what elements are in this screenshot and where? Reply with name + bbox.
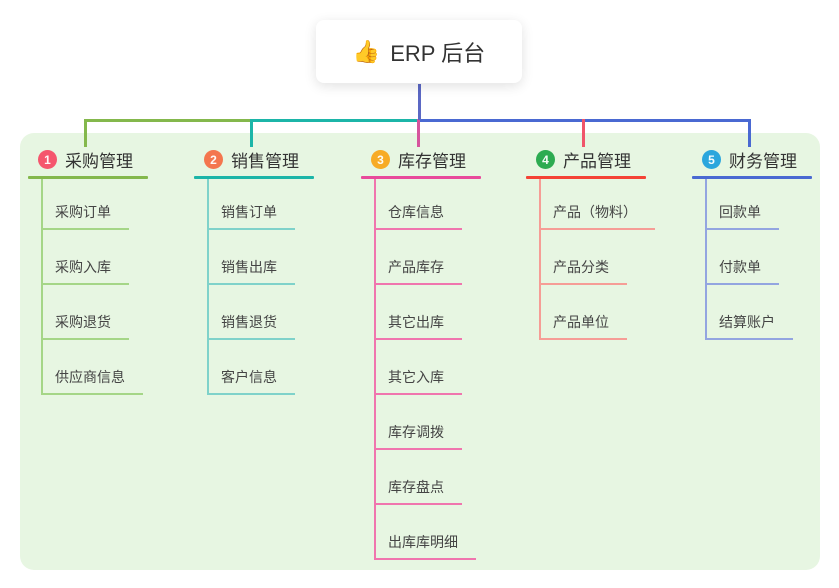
mindmap-node-child[interactable]: 销售订单 xyxy=(207,199,295,230)
mindmap-node-child[interactable]: 采购退货 xyxy=(41,309,129,340)
branch-title: 销售管理 xyxy=(231,152,299,171)
mindmap-node-child[interactable]: 销售出库 xyxy=(207,254,295,285)
connector-h-branch2 xyxy=(250,119,421,122)
branch-title: 采购管理 xyxy=(65,152,133,171)
mindmap-node-child[interactable]: 结算账户 xyxy=(705,309,793,340)
branch-header[interactable]: 2 销售管理 xyxy=(204,147,299,172)
mindmap-node-child[interactable]: 采购入库 xyxy=(41,254,129,285)
connector-drop-branch5 xyxy=(748,119,751,147)
mindmap-node-child[interactable]: 出库库明细 xyxy=(374,529,476,560)
mindmap-node-child[interactable]: 付款单 xyxy=(705,254,779,285)
connector-drop-branch1 xyxy=(84,119,87,147)
connector-drop-branch2 xyxy=(250,119,253,147)
branch-number-badge: 4 xyxy=(536,150,555,169)
branch-title: 库存管理 xyxy=(398,152,466,171)
branches-panel xyxy=(20,133,820,570)
branch-underline xyxy=(194,176,314,179)
branch-underline xyxy=(526,176,646,179)
mindmap-node-child[interactable]: 产品库存 xyxy=(374,254,462,285)
branch-spine-line xyxy=(705,179,707,340)
branch-number-badge: 3 xyxy=(371,150,390,169)
branch-title: 财务管理 xyxy=(729,152,797,171)
mindmap-node-child[interactable]: 产品（物料） xyxy=(539,199,655,230)
connector-drop-branch4 xyxy=(582,119,585,147)
connector-drop-branch3 xyxy=(417,119,420,147)
mindmap-node-child[interactable]: 库存调拨 xyxy=(374,419,462,450)
branch-spine-line xyxy=(539,179,541,340)
branch-header[interactable]: 5 财务管理 xyxy=(702,147,797,172)
mindmap-node-child[interactable]: 其它入库 xyxy=(374,364,462,395)
branch-number-badge: 2 xyxy=(204,150,223,169)
mindmap-node-child[interactable]: 回款单 xyxy=(705,199,779,230)
thumbs-up-icon: 👍 xyxy=(352,38,381,64)
mindmap-node-child[interactable]: 销售退货 xyxy=(207,309,295,340)
branch-header[interactable]: 3 库存管理 xyxy=(371,147,466,172)
branch-spine-line xyxy=(374,179,376,560)
connector-root-line xyxy=(418,84,421,120)
root-title: ERP 后台 xyxy=(390,40,486,66)
mindmap-node-child[interactable]: 库存盘点 xyxy=(374,474,462,505)
branch-spine-line xyxy=(41,179,43,395)
branch-header[interactable]: 4 产品管理 xyxy=(536,147,631,172)
root-node[interactable]: 👍 ERP 后台 xyxy=(316,20,522,83)
mindmap-node-child[interactable]: 供应商信息 xyxy=(41,364,143,395)
branch-underline xyxy=(28,176,148,179)
branch-spine-line xyxy=(207,179,209,395)
mindmap-node-child[interactable]: 客户信息 xyxy=(207,364,295,395)
branch-number-badge: 5 xyxy=(702,150,721,169)
branch-underline xyxy=(692,176,812,179)
connector-h-branch1 xyxy=(84,119,253,122)
branch-number-badge: 1 xyxy=(38,150,57,169)
branch-header[interactable]: 1 采购管理 xyxy=(38,147,133,172)
mindmap-node-child[interactable]: 采购订单 xyxy=(41,199,129,230)
branch-underline xyxy=(361,176,481,179)
mindmap-node-child[interactable]: 仓库信息 xyxy=(374,199,462,230)
mindmap-node-child[interactable]: 其它出库 xyxy=(374,309,462,340)
mindmap-node-child[interactable]: 产品分类 xyxy=(539,254,627,285)
mindmap-node-child[interactable]: 产品单位 xyxy=(539,309,627,340)
branch-title: 产品管理 xyxy=(563,152,631,171)
